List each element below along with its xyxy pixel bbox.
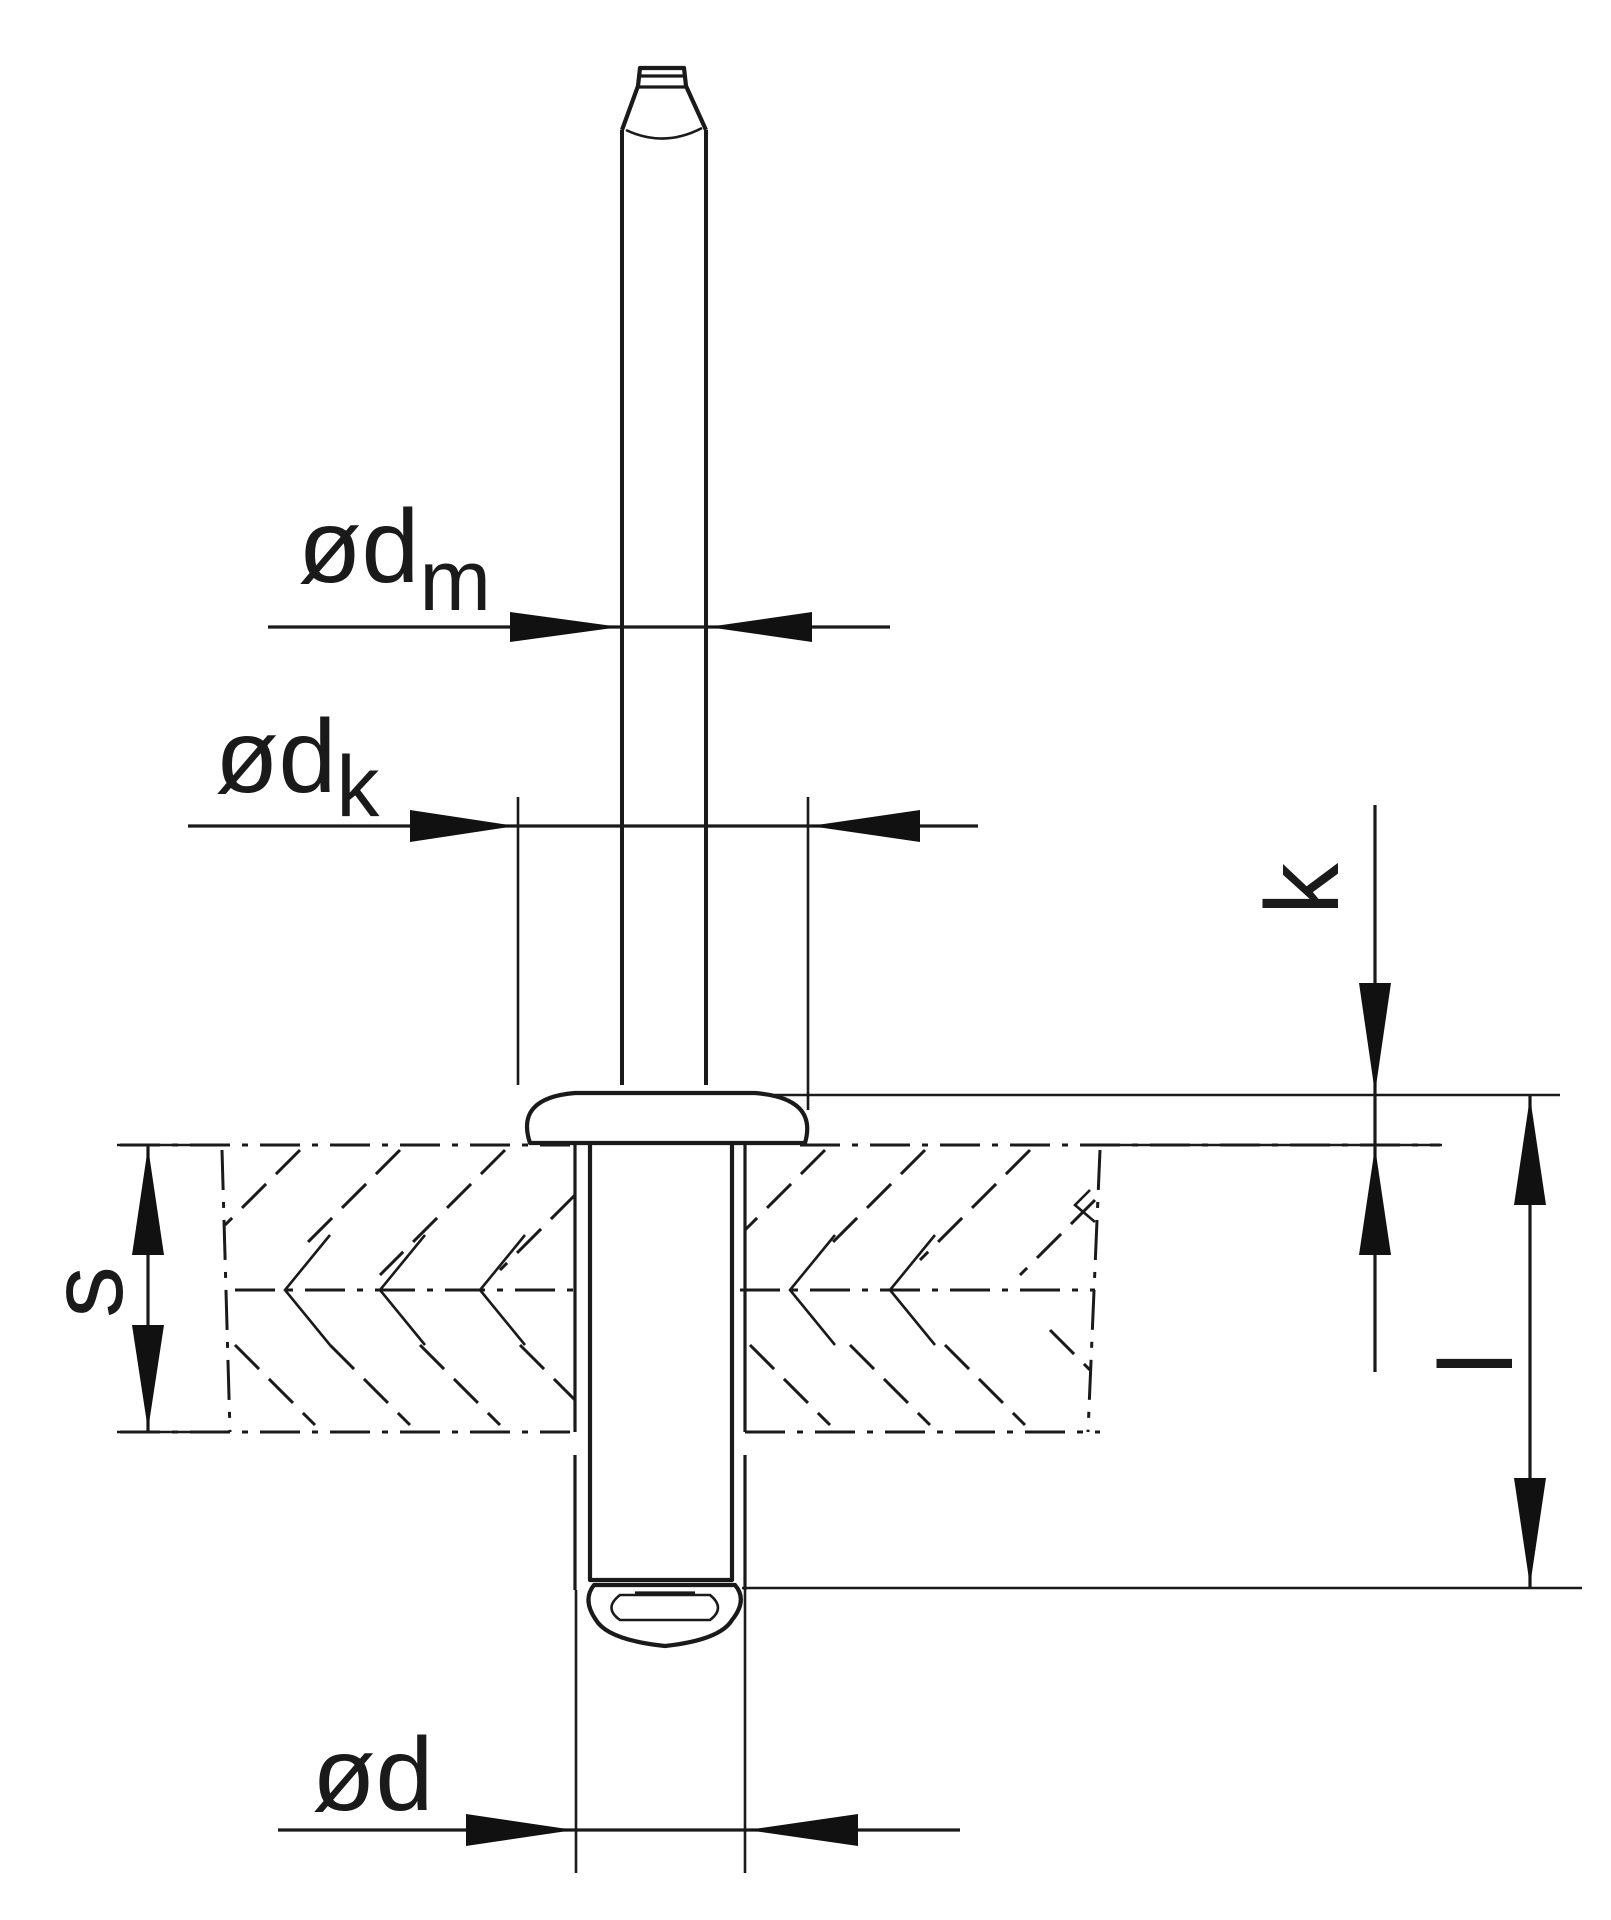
mandrel-head bbox=[586, 1582, 743, 1649]
label-d: ød bbox=[312, 1717, 433, 1833]
dimension-dk bbox=[188, 797, 978, 1110]
label-dm: ødm bbox=[298, 489, 491, 629]
dimension-s bbox=[117, 1143, 190, 1434]
mandrel bbox=[620, 65, 708, 1085]
label-k: k bbox=[1245, 862, 1361, 915]
dimension-d bbox=[278, 1590, 960, 1873]
label-s: s bbox=[29, 1266, 145, 1318]
rivet-head bbox=[524, 1090, 810, 1146]
rivet bbox=[524, 65, 810, 1649]
label-dk: ødk bbox=[215, 699, 380, 835]
dimension-dm bbox=[268, 612, 890, 642]
dimension-l bbox=[742, 1095, 1582, 1590]
workpiece-hatching bbox=[120, 1143, 1440, 1434]
dimension-k bbox=[775, 805, 1560, 1372]
label-l: l bbox=[1419, 1352, 1535, 1375]
rivet-sleeve bbox=[573, 1137, 747, 1590]
